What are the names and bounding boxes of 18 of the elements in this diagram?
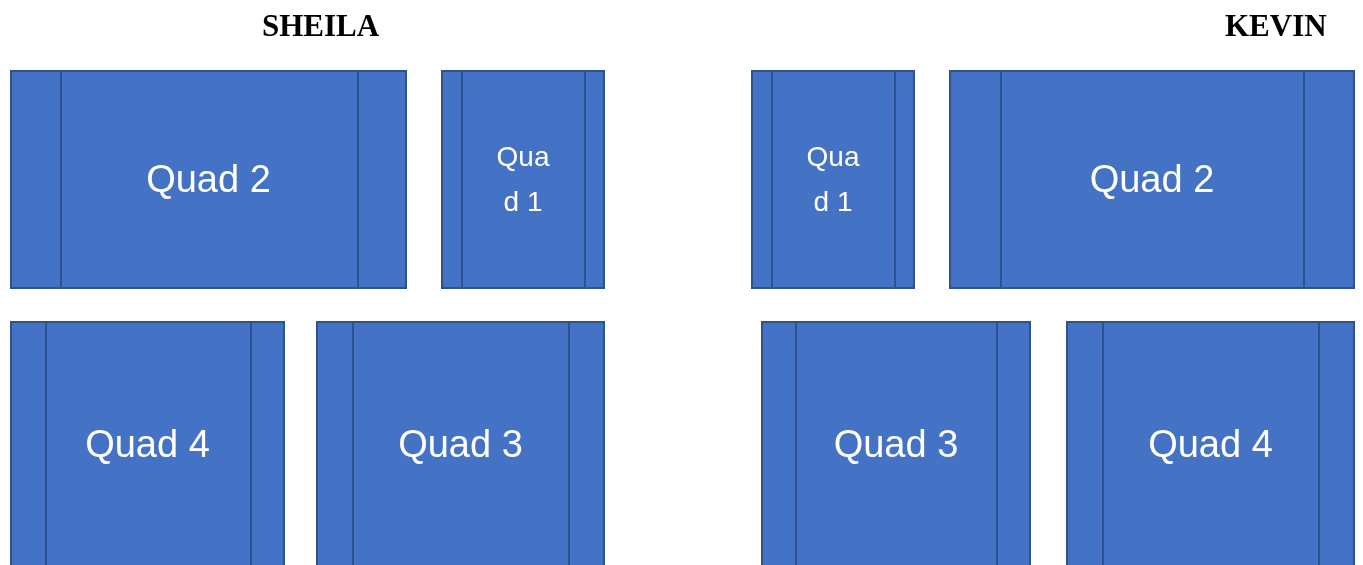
- box-label: Quad 4: [1148, 421, 1273, 467]
- process-box: [316, 321, 605, 565]
- process-box: [10, 321, 285, 565]
- box-label: Quad 2: [1089, 156, 1215, 202]
- process-box: [751, 70, 915, 289]
- process-box: [761, 321, 1031, 565]
- box-label: Quad 3: [833, 421, 959, 467]
- box-label: Quad 3: [398, 421, 523, 467]
- box-label: Quad 4: [85, 421, 210, 467]
- process-box: [10, 70, 407, 289]
- process-box: [441, 70, 605, 289]
- heading: SHEILA: [262, 8, 380, 44]
- box-label: Quad 1: [805, 139, 861, 219]
- box-label: Quad 1: [495, 139, 551, 219]
- process-box: [1066, 321, 1355, 565]
- process-box: [949, 70, 1355, 289]
- box-label: Quad 2: [146, 156, 271, 202]
- heading: KEVIN: [1225, 8, 1327, 44]
